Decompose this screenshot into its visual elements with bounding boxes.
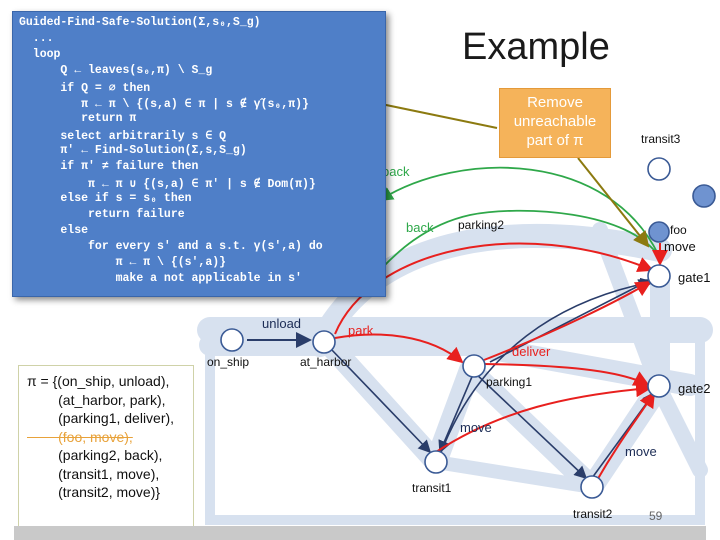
- action-unload: unload: [262, 316, 301, 331]
- label-transit3: transit3: [641, 132, 681, 146]
- label-on-ship: on_ship: [207, 355, 249, 369]
- callout-line: part of π: [526, 132, 584, 149]
- node-foo: [648, 221, 670, 243]
- algo-line: if π′ ≠ failure then: [19, 160, 199, 173]
- policy-row: (at_harbor, park),: [27, 391, 166, 408]
- algo-line: else if s = s₀ then: [19, 192, 192, 205]
- footer-bar: [14, 526, 706, 540]
- label-gate1: gate1: [678, 270, 711, 285]
- policy-row: (transit2, move)}: [27, 484, 161, 500]
- policy-row: (parking2, back),: [27, 447, 163, 463]
- algo-line: for every s′ and a s.t. γ(s′,a) do: [19, 240, 323, 253]
- algo-line: Q ← leaves(s₀,π) \ S_g: [19, 64, 213, 77]
- action-move-2: move: [625, 444, 657, 459]
- algo-line: return failure: [19, 208, 185, 221]
- algo-line: π′ ← Find-Solution(Σ,s,S_g): [19, 144, 247, 157]
- action-back-1: back: [382, 164, 410, 179]
- callout-remove-unreachable: Remove unreachable part of π: [499, 88, 611, 158]
- label-parking1: parking1: [486, 375, 532, 389]
- callout-line: Remove: [527, 94, 583, 111]
- label-at-harbor: at_harbor: [300, 355, 351, 369]
- node-transit3: [647, 157, 671, 181]
- policy-row: (transit1, move),: [27, 465, 160, 482]
- algorithm-box: Guided-Find-Safe-Solution(Σ,s₀,S_g) ... …: [12, 11, 386, 297]
- algo-line: select arbitrarily s ∈ Q: [19, 130, 227, 143]
- page-number: 59: [649, 509, 663, 523]
- label-transit2: transit2: [573, 507, 613, 521]
- node-parking1: [462, 354, 486, 378]
- action-park: park: [348, 323, 374, 338]
- green-edges: [378, 166, 661, 271]
- action-move-foo: move: [664, 239, 696, 254]
- algo-line: make a not applicable in s′: [19, 272, 302, 285]
- label-foo: foo: [670, 223, 687, 237]
- node-on-ship: [220, 328, 244, 352]
- algo-line: if Q = ∅ then: [19, 82, 151, 95]
- node-extra: [692, 184, 716, 208]
- node-transit2: [580, 475, 604, 499]
- policy-row: π = {(on_ship, unload),: [27, 373, 170, 389]
- policy-row: (parking1, deliver),: [27, 410, 175, 426]
- algo-line: else: [19, 224, 89, 237]
- algo-line: ...: [19, 32, 54, 45]
- action-deliver: deliver: [512, 344, 551, 359]
- policy-row-removed: (foo, move),: [27, 428, 133, 445]
- algo-line: loop: [19, 48, 61, 61]
- policy-edges: [247, 242, 668, 483]
- slide-title: Example: [462, 26, 610, 68]
- node-gate1: [647, 264, 671, 288]
- algo-line: π ← π \ {(s′,a)}: [19, 256, 227, 269]
- policy-box: π = {(on_ship, unload), (at_harbor, park…: [18, 365, 194, 527]
- state-nodes: [220, 157, 716, 499]
- algo-line: π ← π \ {(s,a) ∈ π | s ∉ γ̂(s₀,π)}: [19, 98, 309, 111]
- label-transit1: transit1: [412, 481, 452, 495]
- algo-line: return π: [19, 112, 137, 125]
- algo-line: Guided-Find-Safe-Solution(Σ,s₀,S_g): [19, 16, 261, 29]
- node-at-harbor: [312, 330, 336, 354]
- action-move-1: move: [460, 420, 492, 435]
- algo-line: π ← π ∪ {(s,a) ∈ π′ | s ∉ Dom(π)}: [19, 178, 316, 191]
- label-parking2: parking2: [458, 218, 504, 232]
- node-transit1: [424, 450, 448, 474]
- node-gate2: [647, 374, 671, 398]
- label-gate2: gate2: [678, 381, 711, 396]
- action-back-2: back: [406, 220, 434, 235]
- callout-line: unreachable: [513, 113, 597, 130]
